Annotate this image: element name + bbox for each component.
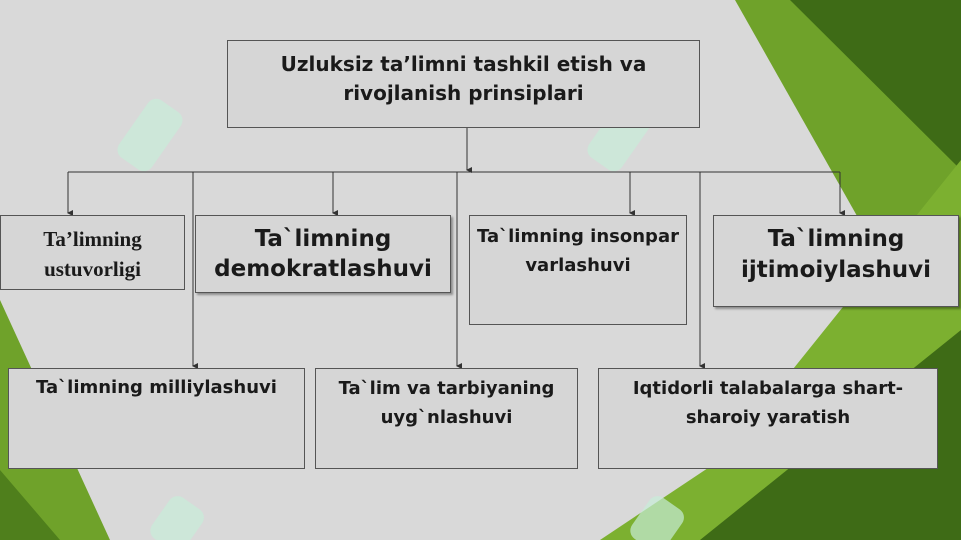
principle-box-insonparvarlashuvi: Ta`limning insonparvarlashuvi	[469, 215, 687, 325]
principle-box-ustuvorligi: Ta’limning ustuvorligi	[0, 215, 185, 290]
principle-label-uygunlashuvi: Ta`lim va tarbiyaning uyg`nlashuvi	[338, 378, 555, 428]
principle-label-insonparvarlashuvi: Ta`limning insonparvarlashuvi	[477, 226, 679, 276]
principle-label-iqtidorli: Iqtidorli talabalarga shart-sharoiy yara…	[632, 378, 904, 428]
watermark-logo	[117, 98, 684, 540]
principle-label-ijtimoiylashuvi: Ta`limning ijtimoiylashuvi	[740, 226, 931, 283]
right-green-dark	[790, 0, 961, 170]
left-green-lower	[0, 470, 60, 540]
principle-box-milliylashuvi: Ta`limning milliylashuvi	[8, 368, 305, 469]
root-box: Uzluksiz ta’limni tashkil etish va rivoj…	[227, 40, 700, 128]
principle-label-milliylashuvi: Ta`limning milliylashuvi	[36, 377, 277, 398]
principle-box-ijtimoiylashuvi: Ta`limning ijtimoiylashuvi	[713, 215, 959, 307]
principle-box-uygunlashuvi: Ta`lim va tarbiyaning uyg`nlashuvi	[315, 368, 578, 469]
root-label: Uzluksiz ta’limni tashkil etish va rivoj…	[280, 52, 647, 105]
principle-label-demokratlashuvi: Ta`limning demokratlashuvi	[214, 226, 432, 282]
principle-box-iqtidorli: Iqtidorli talabalarga shart-sharoiy yara…	[598, 368, 938, 469]
principle-box-demokratlashuvi: Ta`limning demokratlashuvi	[195, 215, 451, 293]
principle-label-ustuvorligi: Ta’limning ustuvorligi	[43, 227, 142, 281]
